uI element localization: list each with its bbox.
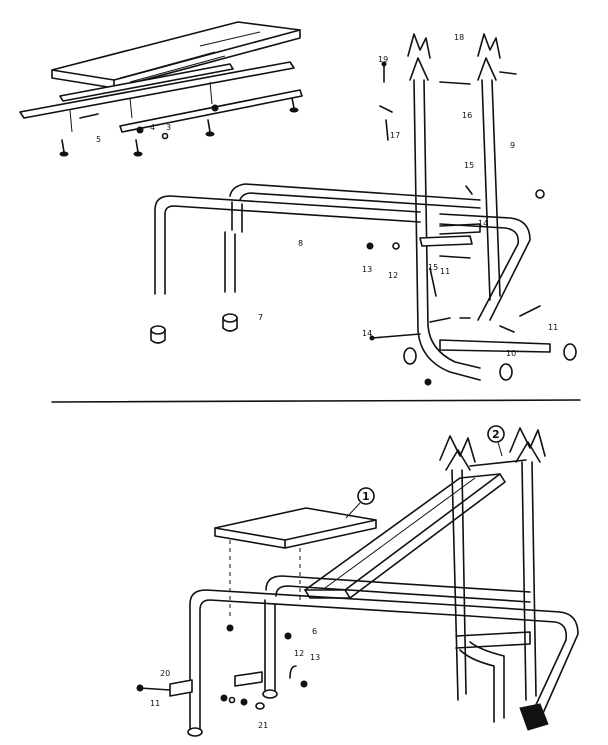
label-18: 18	[454, 33, 464, 42]
seat-bolts	[59, 97, 299, 157]
incline-board	[304, 473, 506, 599]
section-divider	[51, 399, 581, 403]
lower-crossbar	[369, 305, 577, 386]
label-6: 6	[312, 627, 317, 636]
label-11-bottom: 11	[150, 699, 160, 708]
label-10: 10	[506, 349, 516, 358]
label-13: 13	[362, 265, 372, 274]
label-20: 20	[160, 669, 170, 678]
label-14b: 14	[362, 329, 372, 338]
label-19: 19	[378, 55, 388, 64]
label-11a: 11	[440, 267, 450, 276]
label-13-bottom: 13	[310, 653, 320, 662]
callout-2: 2	[487, 425, 505, 457]
label-14a: 14	[478, 219, 488, 228]
callout-1-label: 1	[362, 490, 370, 503]
uprights	[407, 33, 501, 381]
label-12-bottom: 12	[294, 649, 304, 658]
callout-1: 1	[345, 487, 375, 519]
label-5: 5	[96, 135, 101, 144]
feet-caps	[150, 313, 238, 344]
label-3: 3	[166, 123, 171, 132]
label-9: 9	[510, 141, 515, 150]
center-crossbar-hardware	[366, 223, 481, 297]
assembled-bench-frame	[187, 575, 579, 737]
main-bench-frame	[154, 183, 531, 321]
exploded-view: 3 4 5 8 7	[19, 21, 577, 386]
assembled-uprights	[439, 427, 546, 701]
label-7: 7	[258, 313, 263, 322]
label-15b: 15	[428, 263, 438, 272]
label-21: 21	[258, 721, 268, 730]
label-11b: 11	[548, 323, 558, 332]
callout-2-label: 2	[492, 428, 500, 441]
label-4: 4	[150, 123, 155, 132]
seat-frame-rails	[19, 61, 303, 133]
label-16: 16	[462, 111, 472, 120]
assembled-view: 1 2	[136, 425, 579, 737]
seat-board-assembled	[214, 507, 377, 618]
label-8: 8	[298, 239, 303, 248]
label-17: 17	[390, 131, 400, 140]
label-15a: 15	[464, 161, 474, 170]
assembled-hardware	[136, 624, 308, 710]
label-12: 12	[388, 271, 398, 280]
upright-pins	[379, 61, 545, 199]
